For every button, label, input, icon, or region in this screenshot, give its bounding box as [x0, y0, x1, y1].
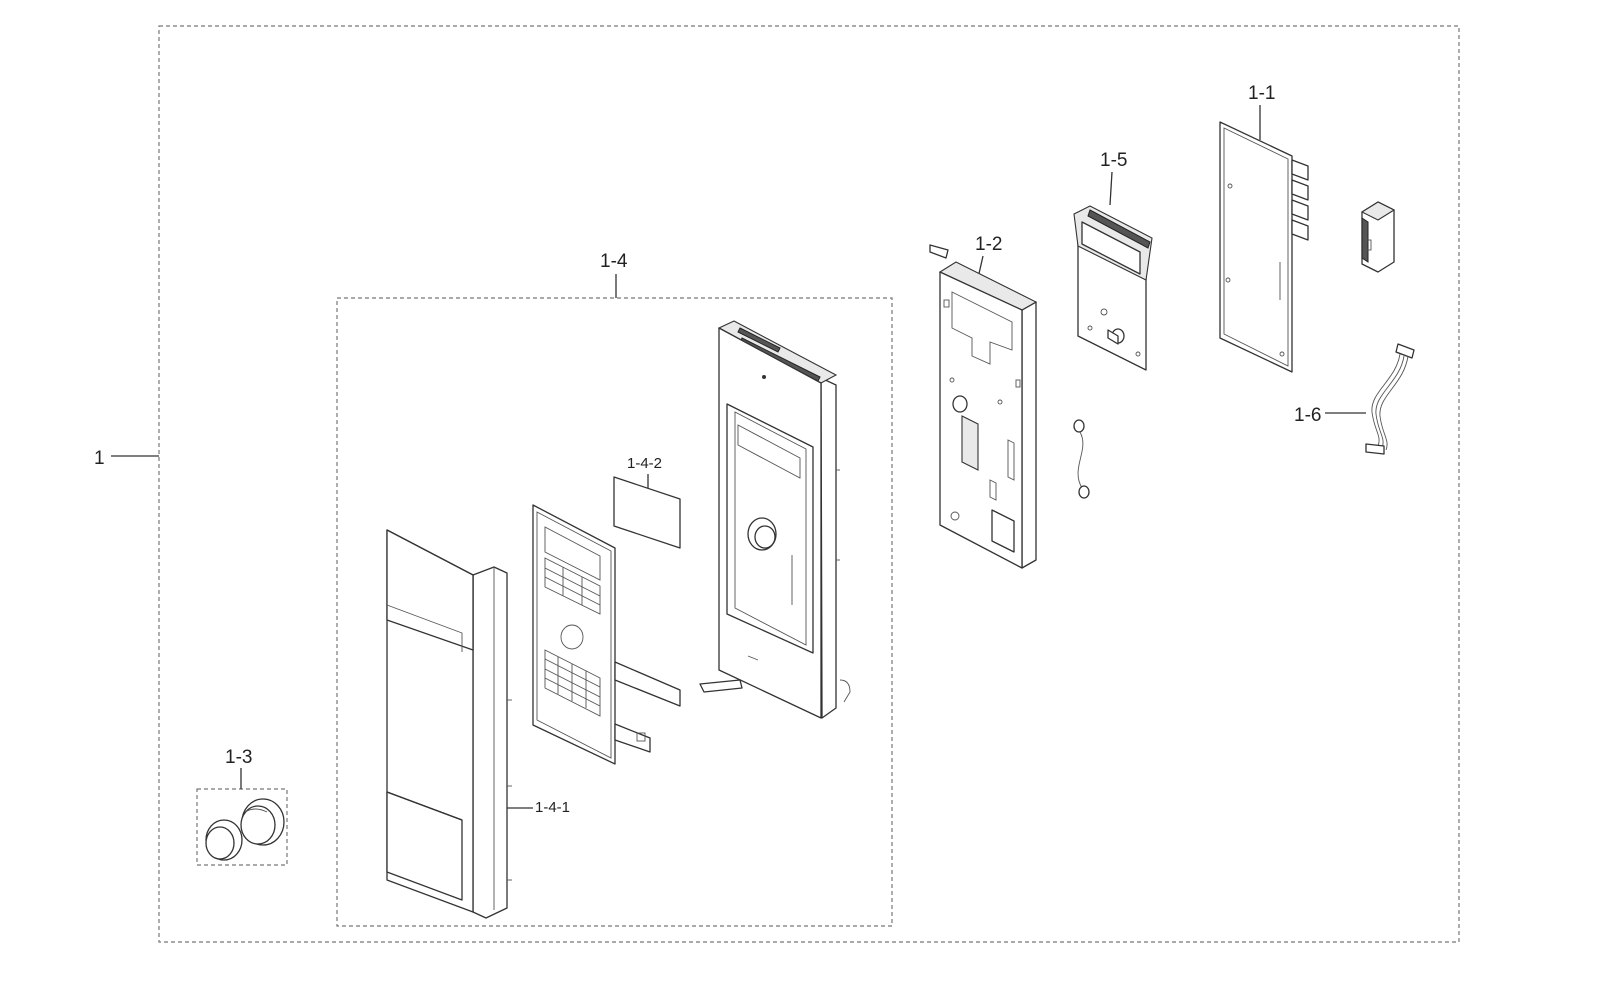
- knob-group-boundary: [196, 788, 288, 866]
- assembly-boundary: [158, 25, 1460, 943]
- callout-assembly: 1: [94, 448, 159, 469]
- callout-panel-assy: 1-4: [600, 251, 628, 298]
- part-relay: [1360, 201, 1396, 273]
- label-harness: 1-6: [1294, 405, 1321, 426]
- label-panel-front: 1-4-1: [535, 799, 570, 816]
- part-main-pcb: 1-1: [1219, 83, 1309, 373]
- part-wire: [1073, 419, 1090, 499]
- part-harness: 1-6: [1294, 343, 1415, 455]
- label-assembly: 1: [94, 448, 105, 469]
- part-bracket: 1-2: [929, 234, 1038, 569]
- label-display-board: 1-5: [1100, 150, 1127, 171]
- part-display-board: 1-5: [1073, 150, 1153, 371]
- label-bracket: 1-2: [975, 234, 1002, 255]
- label-main-pcb: 1-1: [1248, 83, 1275, 104]
- panel-assembly-boundary: [336, 297, 893, 927]
- part-knob: 1-3: [205, 747, 285, 861]
- part-panel-frame: [699, 320, 851, 719]
- part-panel-front: 1-4-1: [386, 529, 570, 919]
- label-window: 1-4-2: [627, 455, 662, 472]
- label-panel-assy: 1-4: [600, 251, 628, 272]
- label-knob: 1-3: [225, 747, 252, 768]
- part-keypad: [532, 504, 681, 765]
- part-window: 1-4-2: [613, 455, 681, 549]
